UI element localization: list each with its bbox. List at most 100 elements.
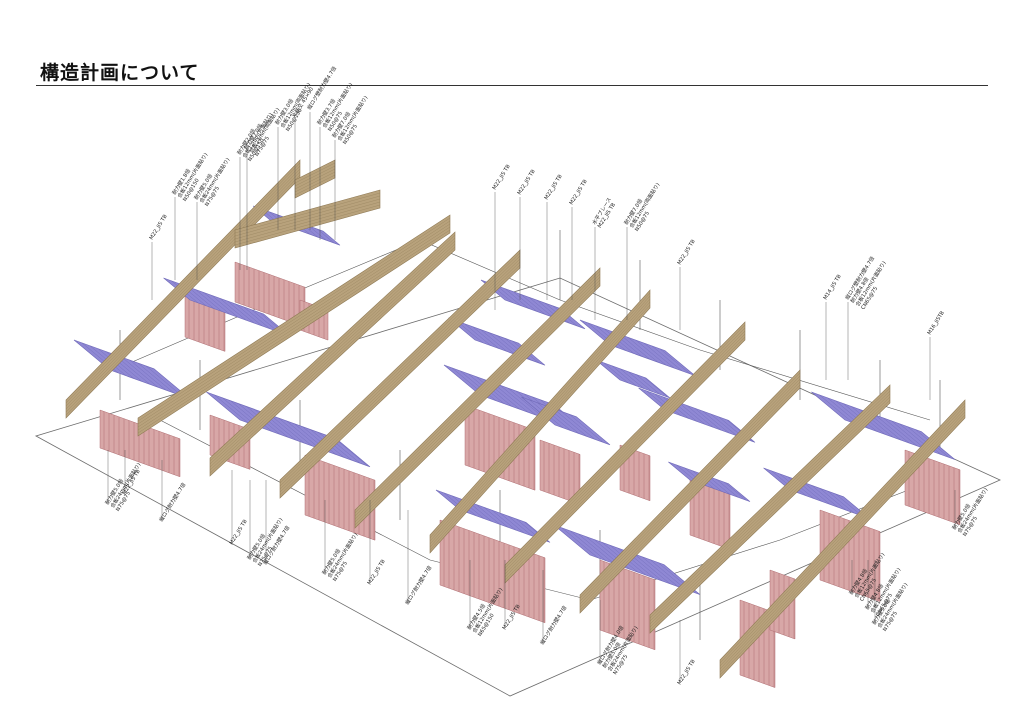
roof-grid-line [318, 432, 353, 461]
log-beam-grain [137, 223, 451, 428]
roof-grid-line [577, 533, 615, 564]
roof-grid-line [499, 512, 525, 534]
roof-grid-line [678, 402, 706, 425]
roof-grid-line [195, 289, 223, 312]
roof-grid-line [827, 490, 855, 514]
roof-grid-line [611, 365, 637, 386]
log-beams [65, 159, 966, 679]
log-beam-grain [137, 229, 451, 434]
log-beam-grain [429, 304, 651, 551]
title-divider [36, 85, 988, 86]
callout-label: M16_JISTB [927, 310, 946, 336]
roof-grid-line [121, 357, 159, 388]
log-beam-grain [65, 168, 301, 410]
wall-face [464, 404, 536, 491]
roof-panel [579, 319, 696, 376]
log-beam-grain [504, 336, 746, 581]
callout-label: M22_JIS TB [677, 238, 697, 266]
callout-line: 縦ログ耐力壁4.7倍 [403, 564, 433, 606]
log-beam-grain [504, 327, 746, 572]
log-beam-grain [354, 279, 601, 523]
roof-grid-line [819, 394, 854, 424]
wall-panels [99, 261, 961, 688]
roof-grid-line [819, 488, 847, 511]
log-beam-grain [234, 201, 381, 243]
log-beam-grain [279, 252, 521, 484]
callout-line: M22_JIS TB [569, 178, 589, 206]
roof-grid-line [686, 405, 714, 428]
wall-panel [689, 479, 731, 550]
roof-grid-line [227, 300, 255, 324]
ground-outline [34, 277, 1001, 697]
log-beam-grain [579, 384, 801, 611]
log-beam-grain [209, 237, 456, 465]
roof-grid-line [504, 288, 530, 309]
roof-grid-line [803, 482, 831, 505]
roof-grid-line [334, 437, 369, 467]
roof-grid-line [480, 329, 508, 352]
roof-grid-line [496, 285, 522, 306]
log-beam-grain [429, 292, 651, 539]
log-beam-grain [649, 387, 891, 619]
log-beam-grain [294, 165, 336, 187]
roof-grid-line [702, 410, 730, 434]
log-beam-grain [504, 324, 746, 569]
callout-line: M16_JISTB [927, 310, 946, 336]
roof-grid-line [129, 360, 167, 391]
log-beam-grain [579, 378, 801, 605]
callout-line: M22_JIS TB [677, 238, 697, 266]
wall-panel [439, 519, 546, 624]
roof-grid-line [883, 417, 918, 447]
roof-grid-line [643, 377, 669, 398]
log-beam-grain [719, 411, 966, 673]
log-beam [719, 399, 966, 679]
callout-line: M22_JIS TB [544, 173, 564, 201]
roof-grid-line [710, 413, 738, 437]
log-beam-grain [429, 298, 651, 545]
log-beam-grain [504, 333, 746, 578]
roof-grid-line [561, 411, 596, 440]
log-beam-grain [234, 204, 381, 246]
roof-grid-line [724, 482, 747, 501]
callout-line: M14_JIS TB [823, 273, 843, 301]
roof-grid-line [553, 408, 588, 437]
roof-grid-line [875, 414, 910, 444]
callout-label: M22_JIS TB [149, 213, 169, 241]
log-beam-grain [137, 220, 451, 425]
roof-grid-line [219, 298, 247, 321]
log-beam-grain [137, 226, 451, 431]
roof-grid-line [891, 420, 926, 449]
log-beam-grain [719, 402, 966, 664]
log-beam-grain [294, 168, 336, 190]
callout-label: M22_JIS TB [677, 658, 697, 686]
log-beam-grain [209, 240, 456, 468]
callout-label: 耐力壁7.0倍合板24mm(両面貼り)N75@75 [242, 103, 287, 158]
callout-label: 縦ログ耐力壁4.7倍 [403, 564, 433, 606]
roof-grid-line [659, 348, 691, 374]
log-beam-grain [649, 396, 891, 628]
roof-grid-line [619, 334, 651, 360]
callout-line: M22_JIS TB [367, 558, 387, 586]
log-beam [429, 289, 651, 554]
roof-grid-line [235, 303, 263, 327]
roof-grid-line [835, 493, 863, 517]
log-beam-grain [579, 375, 801, 602]
log-beam-grain [354, 276, 601, 520]
log-beam-grain [234, 195, 381, 237]
roof-grid-line [537, 402, 572, 431]
roof-grid-line [491, 382, 529, 413]
roof-grid-line [472, 326, 500, 349]
log-beam-grain [279, 258, 521, 490]
roof-grid-line [643, 342, 675, 369]
roof-grid-line [708, 476, 731, 495]
log-beam-grain [719, 414, 966, 676]
callout-label: M22_JIS TB [544, 173, 564, 201]
callout-label: 水平ブレースM22_JIS TB [590, 196, 618, 230]
wall-panel [304, 454, 376, 541]
roof-face [595, 359, 671, 399]
roof-grid-line [286, 420, 321, 449]
roof-grid-line [507, 515, 533, 537]
roof-grid-line [483, 507, 509, 528]
callout-leaders [107, 112, 956, 683]
wall-panel [539, 439, 581, 505]
